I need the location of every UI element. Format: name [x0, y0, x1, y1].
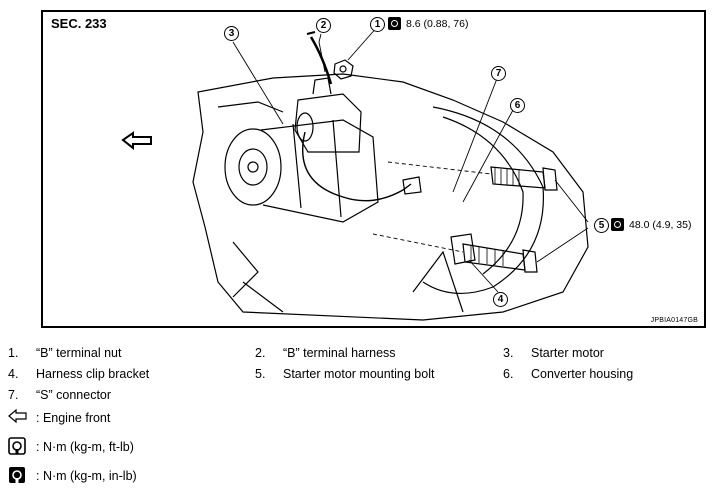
b-terminal-nut: [333, 59, 354, 80]
legend-symbol-engine-front: : Engine front: [8, 408, 110, 428]
starter-end-cap: [224, 128, 282, 206]
engine-block-outline: [192, 73, 589, 321]
legend-item-6: 6.Converter housing: [503, 367, 634, 381]
callout-6: 6: [510, 98, 525, 113]
legend-item-5: 5.Starter motor mounting bolt: [255, 367, 435, 381]
torque-spec-bolt: 48.0 (4.9, 35): [629, 219, 692, 231]
image-code: JPBIA0147GB: [650, 317, 698, 324]
torque-wrench-ft-lb-icon: [8, 437, 30, 457]
callout-5: 5: [594, 218, 609, 233]
engine-front-arrow-icon: [121, 131, 152, 151]
b-terminal-harness: [309, 36, 333, 85]
torque-spec-nut: 8.6 (0.88, 76): [406, 18, 469, 30]
legend-item-1: 1.“B” terminal nut: [8, 346, 122, 360]
converter-housing-outline: [422, 106, 545, 295]
torque-wrench-ft-lb-icon: [611, 218, 624, 231]
legend-item-4: 4.Harness clip bracket: [8, 367, 150, 381]
section-label: SEC. 233: [51, 16, 107, 31]
s-connector: [402, 176, 422, 195]
legend-symbol-ft-lb: : N·m (kg-m, ft-lb): [8, 437, 134, 457]
callout-3: 3: [224, 26, 239, 41]
callout-2: 2: [316, 18, 331, 33]
torque-wrench-in-lb-icon: [388, 17, 401, 30]
mounting-bolt-lower-shank: [462, 243, 526, 271]
legend-item-2: 2.“B” terminal harness: [255, 346, 396, 360]
callout-1: 1: [370, 17, 385, 32]
starter-solenoid: [294, 93, 362, 153]
s-connector-harness: [301, 131, 412, 202]
harness-clip-bracket: [450, 233, 476, 265]
arrow-outline-left-icon: [8, 408, 30, 428]
callout-7: 7: [491, 66, 506, 81]
torque-wrench-in-lb-icon: [8, 466, 30, 486]
exploded-diagram: SEC. 233 JPBIA0147GB 2 1 8.6 (0.88, 76) …: [41, 10, 706, 328]
starter-body: [260, 119, 379, 223]
diagram-drawing: [121, 25, 589, 321]
callout-4: 4: [493, 292, 508, 307]
legend-symbol-in-lb: : N·m (kg-m, in-lb): [8, 466, 137, 486]
legend-item-7: 7.“S” connector: [8, 388, 112, 402]
mounting-bolt-upper-shank: [490, 166, 546, 189]
legend-item-3: 3.Starter motor: [503, 346, 604, 360]
